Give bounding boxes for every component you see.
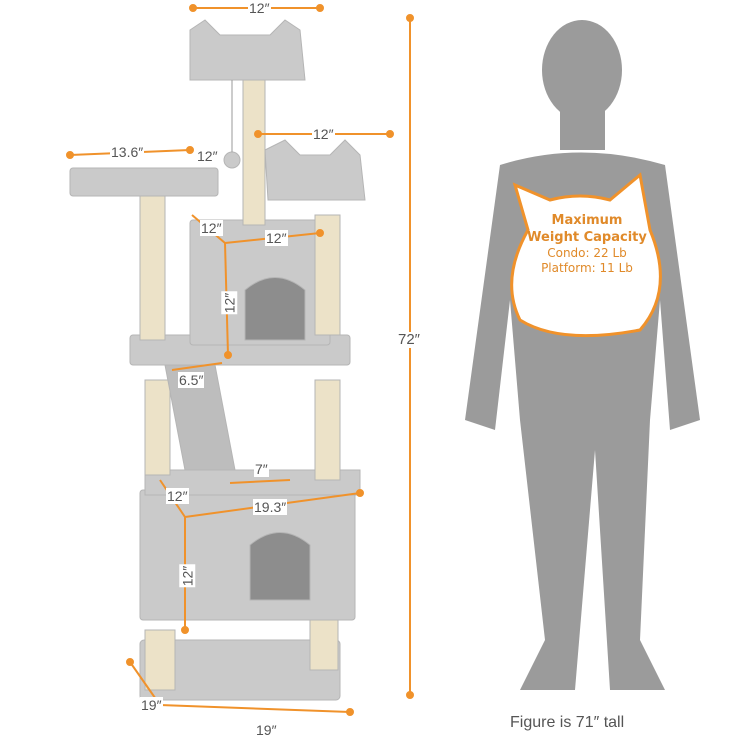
weight-capacity-badge: Maximum Weight Capacity Condo: 22 Lb Pla… xyxy=(512,212,662,276)
human-silhouette xyxy=(465,20,700,690)
cat-tree xyxy=(69,19,366,701)
badge-condo-capacity: Condo: 22 Lb xyxy=(547,246,627,260)
dim-top-perch-arm: 12″ xyxy=(312,126,335,142)
badge-title-line1: Maximum xyxy=(551,213,623,228)
figure-height-caption: Figure is 71″ tall xyxy=(510,714,625,731)
dim-left-platform-width: 13.6″ xyxy=(110,144,145,160)
dim-lower-condo-width: 19.3″ xyxy=(253,499,288,515)
dim-base-width: 19″ xyxy=(255,722,278,738)
dim-top-perch-width: 12″ xyxy=(248,0,271,16)
dim-total-height: 72″ xyxy=(397,331,421,348)
dim-lower-condo-height: 12″ xyxy=(179,564,196,588)
dim-left-platform-depth: 12″ xyxy=(196,148,219,164)
dim-upper-condo-width: 12″ xyxy=(265,230,288,246)
dim-ladder-width: 6.5″ xyxy=(178,372,205,388)
dim-upper-condo-height: 12″ xyxy=(221,291,238,315)
badge-title-line2: Weight Capacity xyxy=(527,230,647,245)
cat-badge-shape xyxy=(510,172,662,338)
dim-base-depth: 19″ xyxy=(140,697,163,713)
dim-upper-condo-depth: 12″ xyxy=(200,220,223,236)
dim-lower-condo-depth: 12″ xyxy=(166,488,189,504)
dim-lower-condo-hole: 7″ xyxy=(254,461,269,477)
badge-platform-capacity: Platform: 11 Lb xyxy=(541,261,633,275)
